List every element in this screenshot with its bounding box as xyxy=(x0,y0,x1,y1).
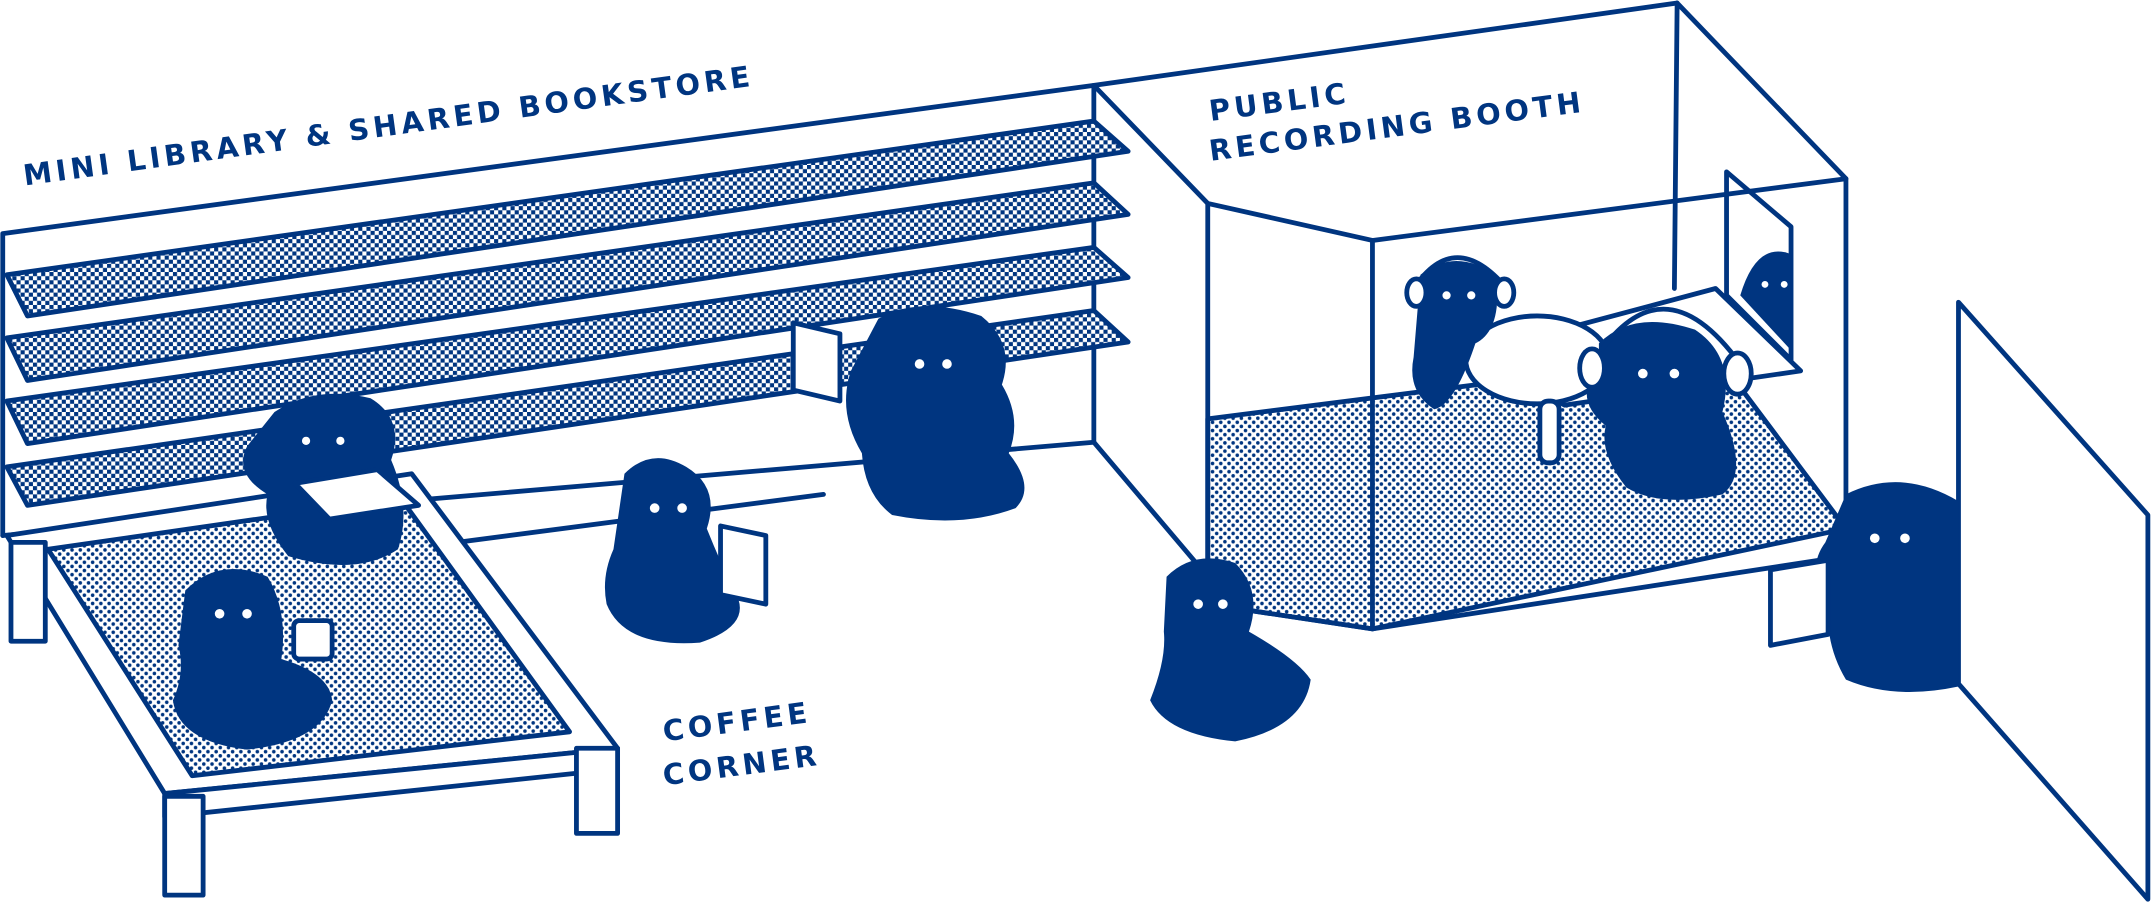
shelf-3 xyxy=(4,244,1131,446)
character-book-carrier xyxy=(604,458,769,644)
character-in-booth-window xyxy=(1740,251,1792,351)
headphones-icon xyxy=(1411,255,1510,291)
character-podcaster-left xyxy=(1404,255,1517,410)
character-reader-on-table xyxy=(243,393,421,565)
character-shelf-browser xyxy=(790,306,1025,521)
open-book-icon xyxy=(292,467,421,522)
character-walking xyxy=(1150,558,1311,742)
shelf-1 xyxy=(4,118,1131,319)
book-icon xyxy=(790,320,843,404)
library-label: MINI LIBRARY & SHARED BOOKSTORE xyxy=(21,59,756,193)
coffee-cup-icon xyxy=(291,618,335,662)
character-at-door xyxy=(1768,482,1959,693)
shelf-2 xyxy=(4,180,1131,383)
character-podcaster-right xyxy=(1577,306,1754,500)
coffee-label-line2: CORNER xyxy=(661,738,823,792)
character-coffee-drinker xyxy=(172,568,335,750)
book-icon xyxy=(1768,557,1831,648)
door-panel xyxy=(1956,299,2151,902)
headphones-icon xyxy=(1589,306,1743,367)
book-icon xyxy=(718,523,769,607)
